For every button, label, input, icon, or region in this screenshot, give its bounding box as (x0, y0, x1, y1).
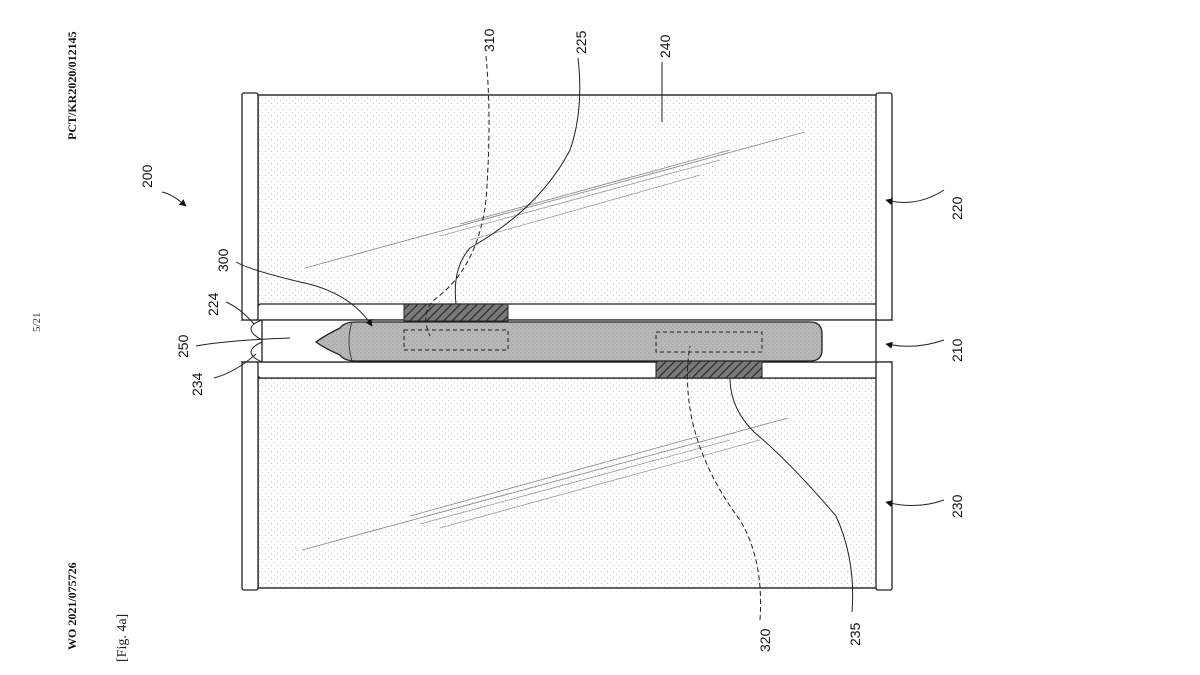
publication-number: WO 2021/075726 (65, 562, 79, 650)
label-240: 240 (657, 34, 673, 58)
label-225: 225 (573, 30, 589, 54)
label-320: 320 (757, 628, 773, 652)
right-rail-top (875, 92, 893, 321)
label-220: 220 (949, 196, 965, 220)
label-230: 230 (949, 494, 965, 518)
leader-lines (161, 55, 945, 621)
right-rail-bottom (875, 361, 893, 591)
sheet-number: 5/21 (31, 312, 43, 332)
label-310: 310 (481, 28, 497, 52)
label-250: 250 (175, 334, 191, 358)
left-rail-bottom (241, 361, 259, 591)
reference-labels: 200 300 224 250 234 310 225 240 220 210 … (139, 28, 965, 652)
label-235: 235 (847, 622, 863, 646)
first-housing (257, 94, 879, 306)
second-housing (257, 377, 879, 589)
figure-label: [Fig. 4a] (115, 614, 130, 662)
left-rail-top (241, 92, 259, 321)
label-200: 200 (139, 164, 155, 188)
stylus-pen (314, 321, 823, 362)
first-magnet (403, 303, 509, 322)
second-magnet (655, 360, 763, 379)
label-224: 224 (205, 292, 221, 316)
label-234: 234 (189, 372, 205, 396)
label-300: 300 (215, 248, 231, 272)
application-number: PCT/KR2020/012145 (65, 31, 79, 140)
label-210: 210 (949, 338, 965, 362)
